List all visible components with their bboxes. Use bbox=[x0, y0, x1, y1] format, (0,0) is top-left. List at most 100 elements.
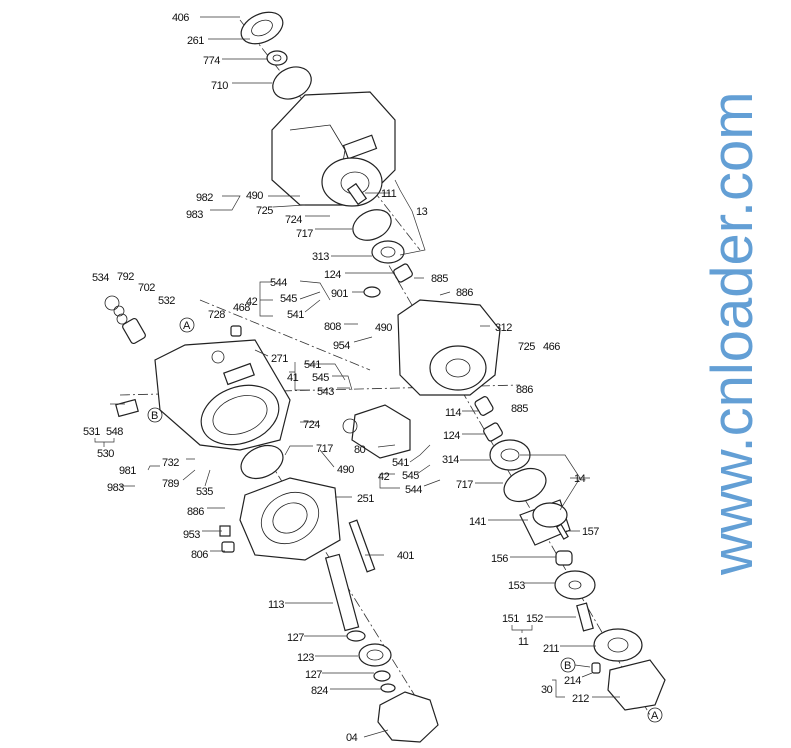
valve-plate-313 bbox=[371, 240, 405, 264]
o-ring-710 bbox=[272, 66, 312, 100]
part-label: 886 bbox=[456, 287, 473, 299]
part-label: 127 bbox=[305, 669, 322, 681]
cylinder-block-141 bbox=[519, 499, 571, 546]
pump-casing-13 bbox=[271, 91, 396, 207]
part-label: 541 bbox=[304, 359, 321, 371]
part-label: 885 bbox=[511, 403, 528, 415]
part-label: 541 bbox=[287, 309, 304, 321]
marker-a: A bbox=[183, 320, 191, 332]
part-label: 42 bbox=[378, 471, 390, 483]
part-label: 312 bbox=[495, 322, 512, 334]
part-label: 124 bbox=[443, 430, 460, 442]
part-label: 531 bbox=[83, 426, 100, 438]
part-label: 127 bbox=[287, 632, 304, 644]
part-label: 885 bbox=[431, 273, 448, 285]
part-label: 314 bbox=[442, 454, 459, 466]
valve-532 bbox=[104, 295, 146, 345]
part-label: 468 bbox=[233, 302, 250, 314]
part-label: 792 bbox=[117, 271, 134, 283]
part-label: 141 bbox=[469, 516, 486, 528]
nut-806 bbox=[221, 541, 235, 553]
part-label: 466 bbox=[543, 341, 560, 353]
part-label: 717 bbox=[296, 228, 313, 240]
part-label: 983 bbox=[107, 482, 124, 494]
watermark: www.cnloader.com bbox=[700, 91, 765, 576]
part-label: 717 bbox=[456, 479, 473, 491]
part-label: 114 bbox=[445, 407, 461, 419]
bushing-114 bbox=[474, 396, 494, 416]
bushing-124-top bbox=[393, 263, 413, 283]
part-label: 724 bbox=[285, 214, 302, 226]
pump-casing-271 bbox=[154, 339, 291, 451]
ring-901 bbox=[363, 286, 381, 298]
part-label: 535 bbox=[196, 486, 213, 498]
bearing-774 bbox=[266, 50, 288, 66]
piston-152 bbox=[576, 602, 594, 632]
reference-markers: A B B A bbox=[147, 317, 663, 723]
part-label: 953 bbox=[183, 529, 200, 541]
part-label: 789 bbox=[162, 478, 179, 490]
part-labels: 406 261 774 710 982 983 490 725 724 717 … bbox=[83, 12, 600, 744]
valve-block-312 bbox=[397, 299, 501, 396]
cover-plate-261 bbox=[240, 11, 284, 45]
part-label: 732 bbox=[162, 457, 179, 469]
part-label: 725 bbox=[256, 205, 273, 217]
part-label: 886 bbox=[516, 384, 533, 396]
part-label: 724 bbox=[303, 419, 320, 431]
part-label: 11 bbox=[518, 636, 529, 648]
part-label: 157 bbox=[582, 526, 599, 538]
cover-04 bbox=[377, 691, 439, 743]
part-label: 401 bbox=[397, 550, 414, 562]
part-label: 886 bbox=[187, 506, 204, 518]
part-label: 545 bbox=[280, 293, 297, 305]
leader-lines bbox=[94, 16, 620, 738]
part-label: 14 bbox=[574, 473, 586, 485]
part-label: 808 bbox=[324, 321, 341, 333]
ring-824 bbox=[380, 683, 396, 693]
part-label: 124 bbox=[324, 269, 341, 281]
part-label: 543 bbox=[317, 386, 334, 398]
part-label: 544 bbox=[405, 484, 422, 496]
part-label: 548 bbox=[106, 426, 123, 438]
part-label: 251 bbox=[357, 493, 374, 505]
o-ring-717-top bbox=[352, 209, 392, 241]
block-531 bbox=[115, 398, 139, 418]
part-label: 313 bbox=[312, 251, 329, 263]
part-label: 544 bbox=[270, 277, 287, 289]
part-label: 545 bbox=[402, 470, 419, 482]
bushing-124-mid bbox=[483, 422, 503, 442]
part-label: 113 bbox=[268, 599, 284, 611]
part-label: 13 bbox=[416, 206, 428, 218]
part-label: 80 bbox=[354, 444, 366, 456]
part-label: 725 bbox=[518, 341, 535, 353]
part-label: 211 bbox=[543, 643, 559, 655]
part-label: 530 bbox=[97, 448, 114, 460]
o-ring-717-right bbox=[503, 467, 547, 503]
part-label: 214 bbox=[564, 675, 581, 687]
part-label: 212 bbox=[572, 693, 589, 705]
retainer-153 bbox=[554, 570, 596, 600]
bolt-401 bbox=[348, 519, 376, 573]
o-ring-717-mid bbox=[240, 444, 284, 480]
marker-b: B bbox=[151, 410, 158, 422]
part-label: 728 bbox=[208, 309, 225, 321]
part-label: 271 bbox=[271, 353, 288, 365]
guide-156 bbox=[555, 550, 573, 566]
marker-b: B bbox=[564, 660, 571, 672]
part-label: 490 bbox=[246, 190, 263, 202]
part-label: 824 bbox=[311, 685, 328, 697]
part-label: 30 bbox=[541, 684, 553, 696]
ring-127-bottom bbox=[373, 670, 391, 682]
part-label: 42 bbox=[246, 296, 258, 308]
part-label: 541 bbox=[392, 457, 409, 469]
swash-plate-212 bbox=[607, 659, 666, 711]
part-label: 774 bbox=[203, 55, 220, 67]
part-label: 806 bbox=[191, 549, 208, 561]
part-label: 151 bbox=[502, 613, 519, 625]
plug-468 bbox=[230, 325, 242, 337]
part-label: 545 bbox=[312, 372, 329, 384]
part-label: 153 bbox=[508, 580, 525, 592]
part-label: 981 bbox=[119, 465, 136, 477]
part-label: 702 bbox=[138, 282, 155, 294]
